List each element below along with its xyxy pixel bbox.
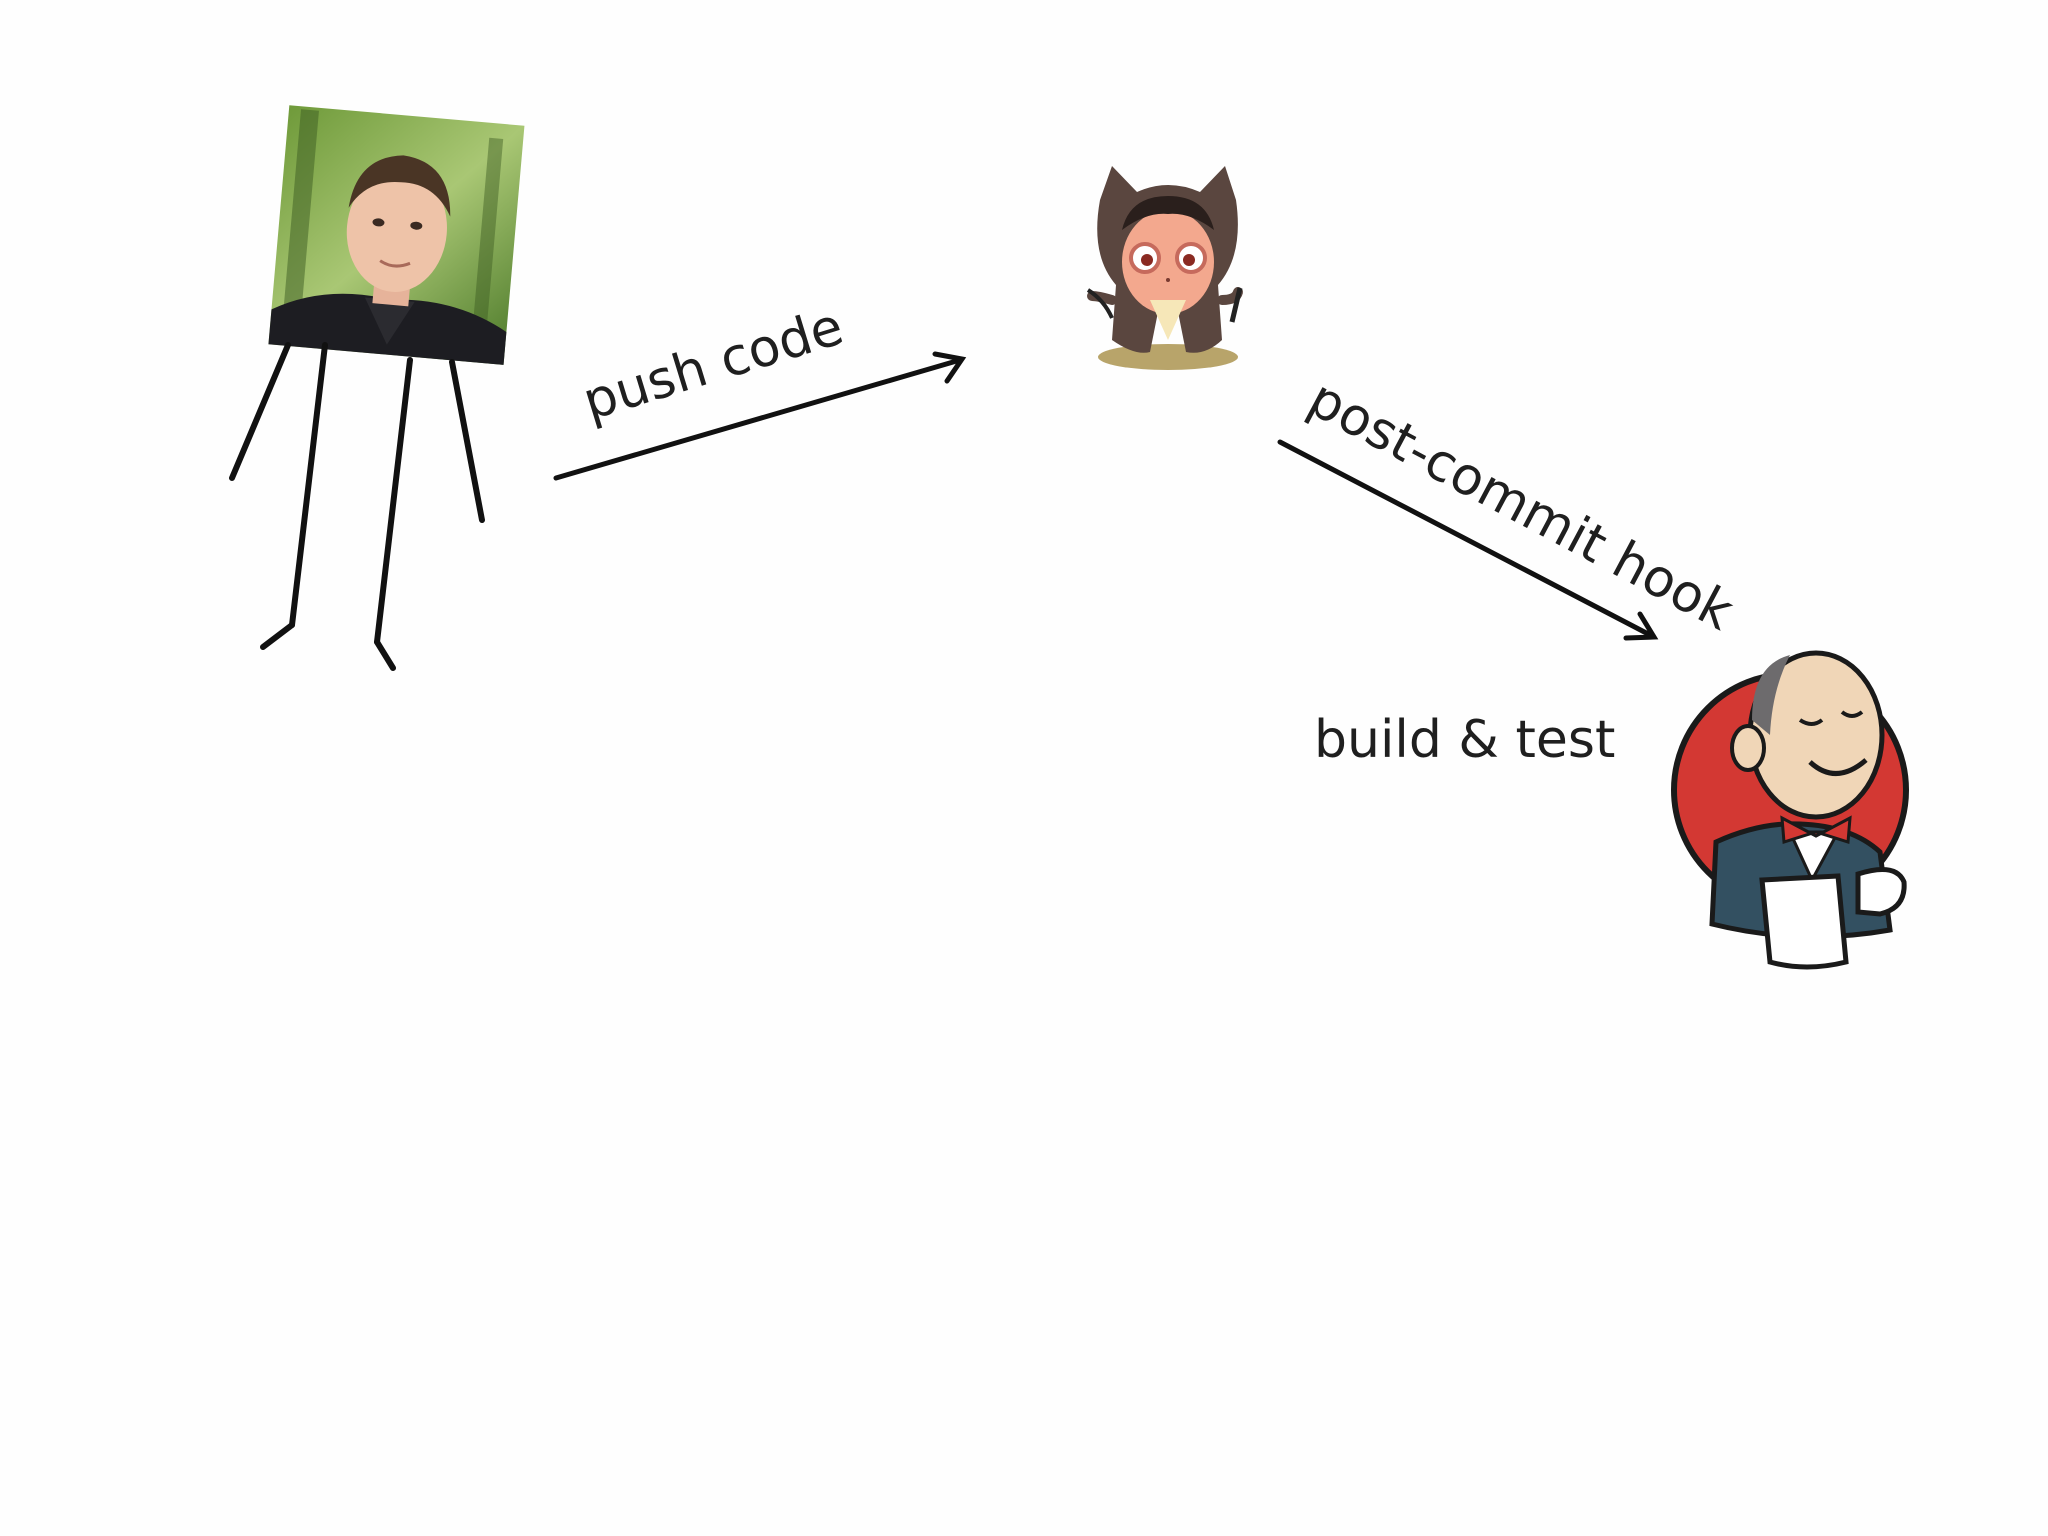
octocat-icon [1086, 166, 1243, 370]
push-code-label: push code [576, 297, 850, 433]
jenkins-icon [1671, 650, 1909, 970]
push-arrow [553, 351, 967, 481]
hook-arrow [1277, 439, 1659, 641]
post-commit-hook-label: post-commit hook [1299, 369, 1743, 643]
stick-limbs [229, 342, 485, 671]
developer-figure [229, 105, 525, 671]
developer-photo [268, 105, 525, 365]
build-test-label: build & test [1314, 710, 1615, 770]
